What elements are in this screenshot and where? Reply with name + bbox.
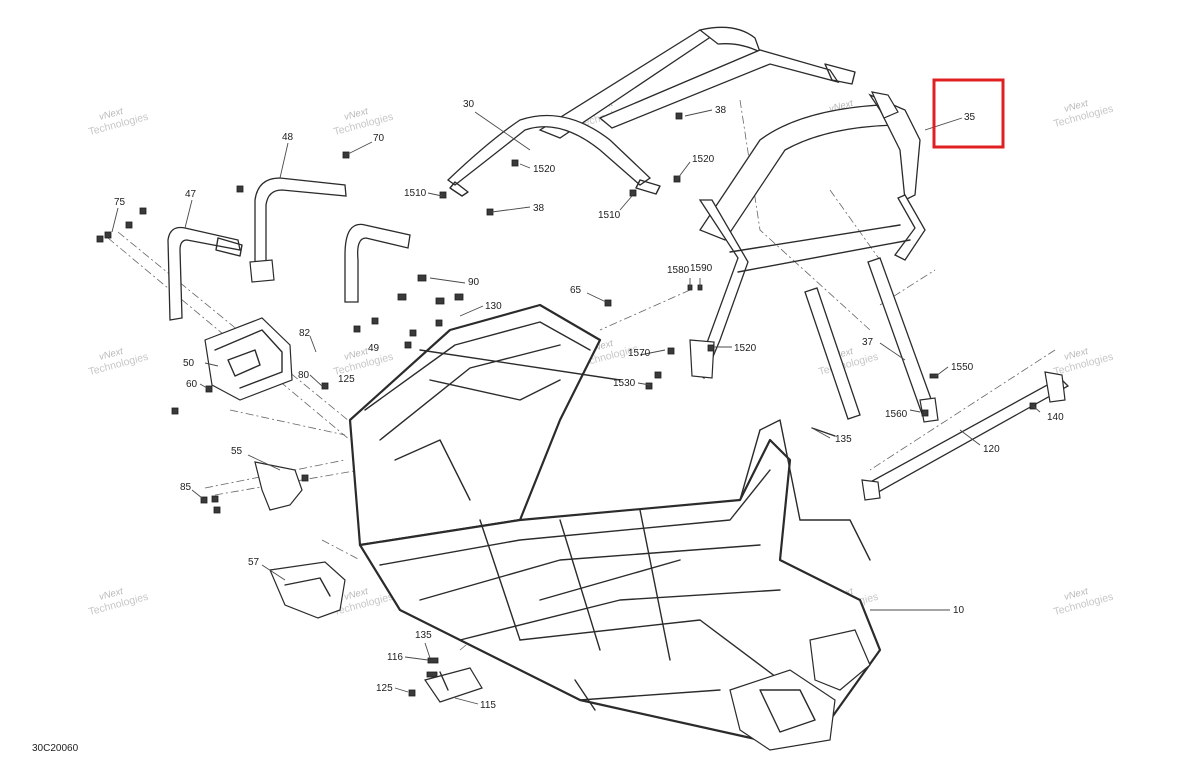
callout-80[interactable]: 80 [298, 370, 310, 381]
callout-120[interactable]: 120 [983, 444, 1000, 455]
callout-1550[interactable]: 1550 [951, 362, 974, 373]
roll-cage-assembly [446, 26, 939, 423]
callout-75[interactable]: 75 [114, 197, 126, 208]
callout-1520-b[interactable]: 1520 [692, 154, 715, 165]
callout-135-right[interactable]: 135 [835, 434, 852, 445]
callout-38-mid[interactable]: 38 [533, 203, 545, 214]
callout-55[interactable]: 55 [231, 446, 243, 457]
callout-140[interactable]: 140 [1047, 412, 1064, 423]
callout-1510-a[interactable]: 1510 [404, 188, 427, 199]
callout-115[interactable]: 115 [480, 700, 496, 711]
callout-85[interactable]: 85 [180, 482, 192, 493]
main-frame [348, 303, 1070, 751]
callout-82[interactable]: 82 [299, 328, 311, 339]
callout-65[interactable]: 65 [570, 285, 582, 296]
callout-60[interactable]: 60 [186, 379, 198, 390]
callout-130[interactable]: 130 [485, 301, 502, 312]
callout-1580[interactable]: 1580 [667, 265, 690, 276]
diagram-code: 30C20060 [32, 743, 79, 754]
callout-135-bottom[interactable]: 135 [415, 630, 432, 641]
callout-labels: 30 38 1520 1510 38 1510 1520 35 70 48 47… [114, 99, 1064, 711]
callout-1570[interactable]: 1570 [628, 348, 651, 359]
callout-35[interactable]: 35 [964, 112, 976, 123]
callout-48[interactable]: 48 [282, 132, 294, 143]
callout-37[interactable]: 37 [862, 337, 874, 348]
callout-90[interactable]: 90 [468, 277, 480, 288]
left-parts [167, 177, 483, 703]
callout-1530[interactable]: 1530 [613, 378, 636, 389]
callout-47[interactable]: 47 [185, 189, 197, 200]
callout-49[interactable]: 49 [368, 343, 380, 354]
callout-30[interactable]: 30 [463, 99, 475, 110]
callout-57[interactable]: 57 [248, 557, 260, 568]
callout-10[interactable]: 10 [953, 605, 965, 616]
callout-125-top[interactable]: 125 [338, 374, 355, 385]
callout-50[interactable]: 50 [183, 358, 195, 369]
callout-1520-a[interactable]: 1520 [533, 164, 556, 175]
callout-116[interactable]: 116 [387, 652, 403, 663]
callout-70[interactable]: 70 [373, 133, 385, 144]
callout-1560[interactable]: 1560 [885, 409, 908, 420]
callout-38-top[interactable]: 38 [715, 105, 727, 116]
callout-1520-c[interactable]: 1520 [734, 343, 757, 354]
leader-lines [111, 109, 1041, 705]
callout-125-bottom[interactable]: 125 [376, 683, 393, 694]
callout-1510-b[interactable]: 1510 [598, 210, 621, 221]
highlight-box-35 [932, 78, 1005, 149]
callout-1590[interactable]: 1590 [690, 263, 713, 274]
